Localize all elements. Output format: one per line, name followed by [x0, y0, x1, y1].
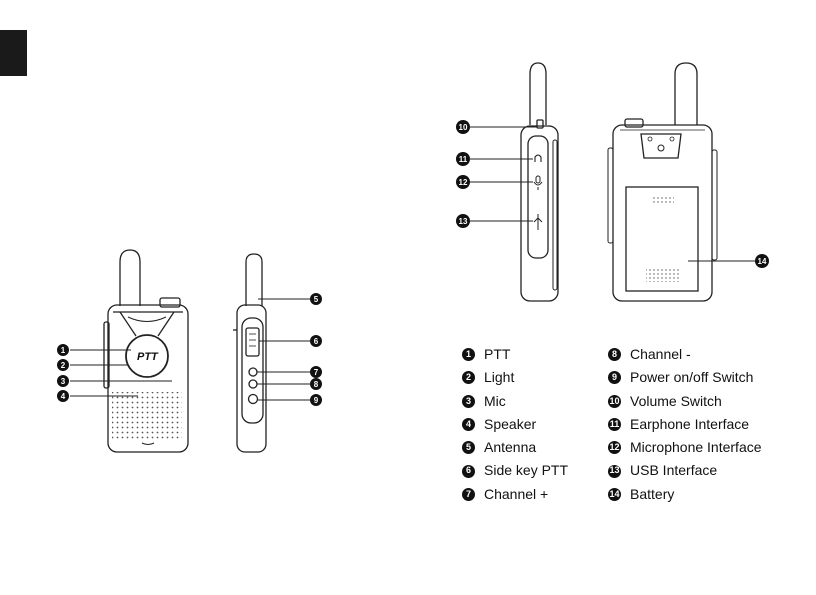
legend-number: 14	[608, 488, 621, 501]
legend-label: Mic	[484, 390, 506, 413]
svg-text:13: 13	[459, 217, 468, 226]
callout-12: 12	[456, 175, 470, 189]
legend-label: Battery	[630, 483, 674, 506]
back-view	[608, 63, 717, 301]
channel-minus-key	[249, 380, 257, 388]
legend-label: Channel +	[484, 483, 548, 506]
legend-item: 4 Speaker	[462, 413, 568, 436]
volume-switch	[537, 120, 543, 128]
legend-column-1: 1 PTT 2 Light 3 Mic 4 Speaker 5 Antenna 6 Side…	[462, 343, 568, 506]
side-antenna	[246, 254, 262, 306]
svg-text:11: 11	[459, 155, 468, 164]
svg-text:3: 3	[61, 377, 66, 386]
legend-number: 12	[608, 441, 621, 454]
callout-13: 13	[456, 214, 470, 228]
front-antenna	[120, 250, 140, 306]
legend-number: 8	[608, 348, 621, 361]
callout-6: 6	[310, 335, 322, 347]
legend-label: Power on/off Switch	[630, 366, 753, 389]
back-antenna	[675, 63, 697, 125]
callout-4: 4	[57, 390, 69, 402]
port-cover	[528, 136, 548, 258]
legend-column-2: 8 Channel - 9 Power on/off Switch 10 Volume…	[608, 343, 762, 506]
svg-text:4: 4	[61, 392, 66, 401]
legend-label: Side key PTT	[484, 459, 568, 482]
legend-label: Earphone Interface	[630, 413, 749, 436]
callout-7: 7	[310, 366, 322, 378]
microphone-icon	[536, 176, 540, 183]
side-view	[233, 254, 266, 452]
callout-14: 14	[755, 254, 769, 268]
svg-text:1: 1	[61, 346, 66, 355]
legend-label: Channel -	[630, 343, 691, 366]
legend-item: 5 Antenna	[462, 436, 568, 459]
legend-item: 11 Earphone Interface	[608, 413, 762, 436]
legend-number: 4	[462, 418, 475, 431]
legend-item: 3 Mic	[462, 390, 568, 413]
callout-10: 10	[456, 120, 470, 134]
callout-2: 2	[57, 359, 69, 371]
callout-11: 11	[456, 152, 470, 166]
svg-text:2: 2	[61, 361, 66, 370]
legend-number: 2	[462, 371, 475, 384]
legend-number: 5	[462, 441, 475, 454]
usb-icon	[534, 214, 542, 230]
svg-text:8: 8	[314, 380, 319, 389]
legend-label: Antenna	[484, 436, 536, 459]
port-side-body	[521, 126, 558, 301]
svg-text:12: 12	[459, 178, 468, 187]
callout-1: 1	[57, 344, 69, 356]
ptt-button-label: PTT	[137, 351, 159, 363]
callout-5: 5	[310, 293, 322, 305]
legend-number: 11	[608, 418, 621, 431]
legend-item: 9 Power on/off Switch	[608, 366, 762, 389]
channel-plus-key	[249, 368, 257, 376]
svg-text:5: 5	[314, 295, 319, 304]
legend-item: 6 Side key PTT	[462, 459, 568, 482]
legend-item: 13 USB Interface	[608, 459, 762, 482]
legend-label: Speaker	[484, 413, 536, 436]
callout-8: 8	[310, 378, 322, 390]
side-key-ptt	[246, 328, 259, 356]
port-side-antenna	[530, 63, 546, 125]
legend-number: 3	[462, 395, 475, 408]
belt-clip	[641, 134, 681, 158]
legend-item: 12 Microphone Interface	[608, 436, 762, 459]
legend-item: 7 Channel +	[462, 483, 568, 506]
legend-label: PTT	[484, 343, 510, 366]
legend-number: 9	[608, 371, 621, 384]
legend-item: 10 Volume Switch	[608, 390, 762, 413]
svg-text:10: 10	[459, 123, 468, 132]
svg-text:14: 14	[758, 257, 767, 266]
callout-9: 9	[310, 394, 322, 406]
callout-3: 3	[57, 375, 69, 387]
legend-label: Light	[484, 366, 514, 389]
svg-text:9: 9	[314, 396, 319, 405]
legend-number: 10	[608, 395, 621, 408]
legend-label: Volume Switch	[630, 390, 722, 413]
legend-item: 2 Light	[462, 366, 568, 389]
legend-number: 13	[608, 465, 621, 478]
legend-item: 1 PTT	[462, 343, 568, 366]
earphone-icon	[535, 155, 541, 162]
legend-item: 8 Channel -	[608, 343, 762, 366]
legend-item: 14 Battery	[608, 483, 762, 506]
legend-label: USB Interface	[630, 459, 717, 482]
legend-number: 1	[462, 348, 475, 361]
legend-number: 6	[462, 465, 475, 478]
power-key	[249, 395, 258, 404]
speaker-grille	[112, 392, 182, 440]
svg-text:7: 7	[314, 368, 319, 377]
legend-label: Microphone Interface	[630, 436, 762, 459]
legend-number: 7	[462, 488, 475, 501]
svg-text:6: 6	[314, 337, 319, 346]
